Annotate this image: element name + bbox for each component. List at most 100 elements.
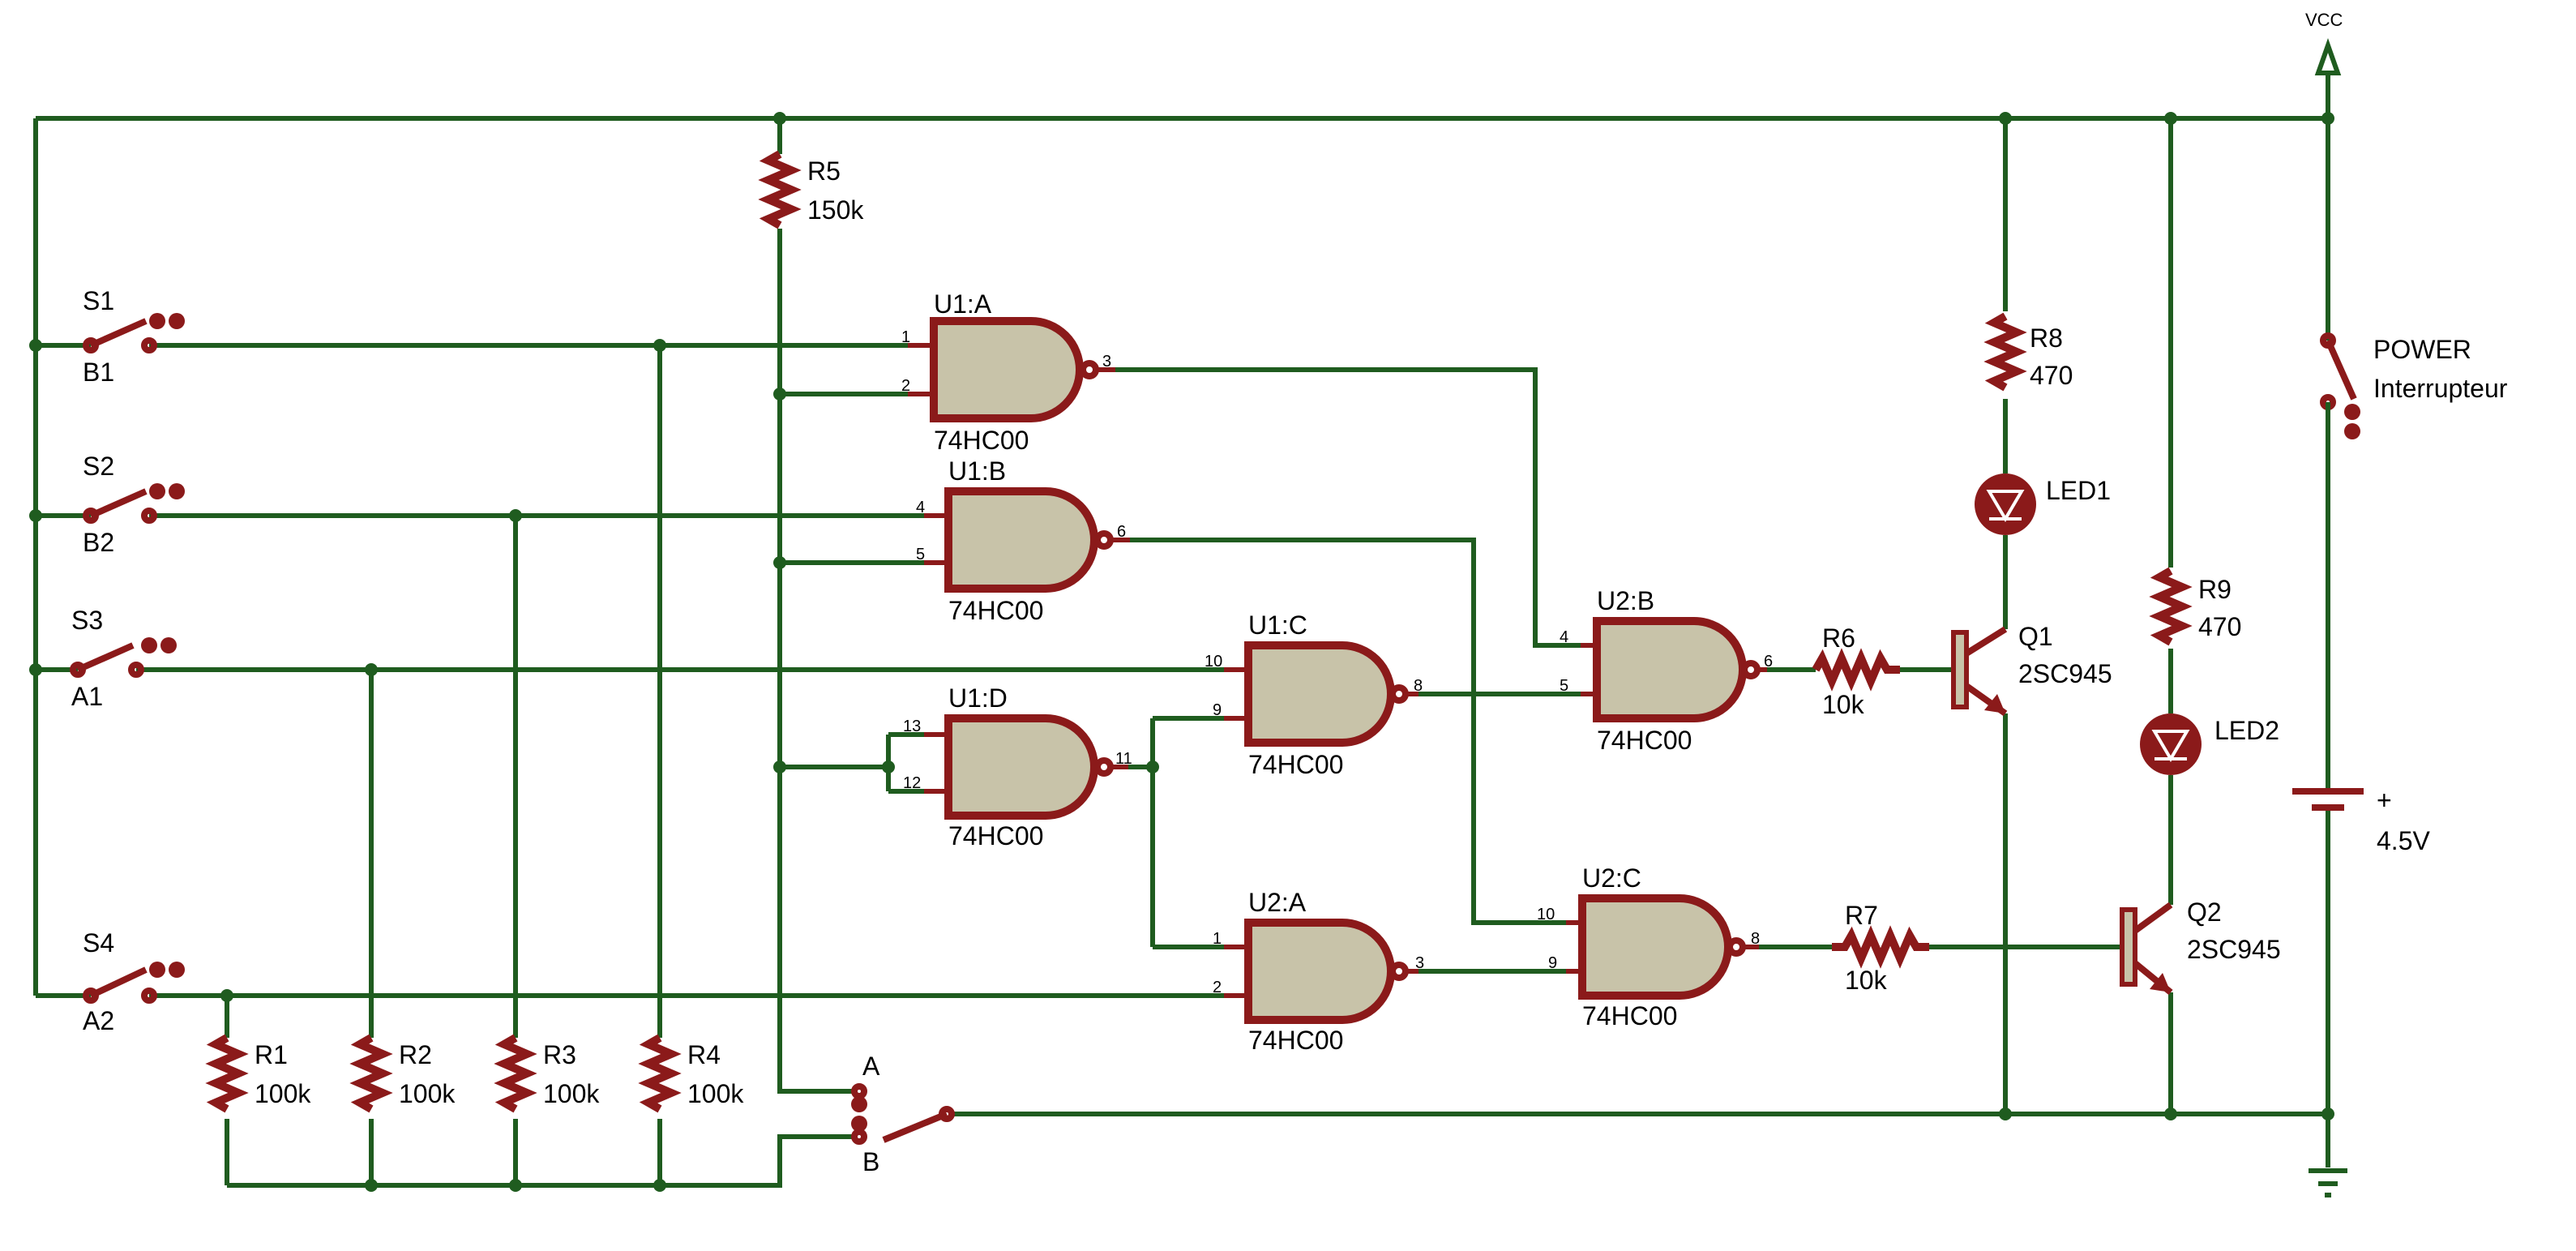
junction-dot — [2321, 1107, 2334, 1120]
gate-u2b: U2:B 74HC00 4 5 6 — [1560, 586, 1773, 755]
led1-label: LED1 — [2046, 476, 2111, 505]
gate-u1b-pin-in2: 5 — [916, 546, 925, 563]
gate-u1c-pin-out: 8 — [1414, 677, 1423, 695]
switch-s3-sublabel: A1 — [71, 682, 103, 711]
resistor-r3-ref: R3 — [543, 1040, 576, 1069]
battery-plus: + — [2377, 786, 2392, 815]
gate-u1d-part: 74HC00 — [948, 821, 1043, 850]
led2: LED2 — [2140, 713, 2279, 775]
gate-u1d-ref: U1:D — [948, 683, 1008, 713]
ground-symbol — [2309, 1168, 2347, 1197]
switch-s1: S1 B1 — [83, 286, 185, 387]
resistor-r5-value: 150k — [807, 195, 864, 225]
resistor-r7: R7 10k — [1832, 901, 1929, 995]
gate-u2b-pin-in2: 5 — [1560, 677, 1568, 695]
switch-s4: S4 A2 — [83, 928, 185, 1035]
junction-dot — [509, 509, 522, 522]
gate-u2c-pin-in2: 9 — [1548, 954, 1557, 972]
gate-u1a-ref: U1:A — [934, 289, 992, 319]
battery-value: 4.5V — [2377, 826, 2430, 855]
gate-u1b-ref: U1:B — [948, 456, 1006, 486]
junction-dot — [773, 112, 786, 125]
junction-dot — [1999, 112, 2012, 125]
resistor-r1: R1 100k — [205, 1034, 311, 1113]
resistor-r3: R3 100k — [494, 1034, 600, 1113]
gate-u2a: U2:A 74HC00 1 2 3 — [1213, 888, 1424, 1055]
switch-s2-label: S2 — [83, 452, 114, 481]
gate-u1c-pin-in2: 9 — [1213, 701, 1222, 719]
resistor-r5: R5 150k — [758, 150, 864, 229]
junction-dot — [365, 663, 378, 676]
junction-dots — [29, 112, 2334, 1192]
gate-u1a-part: 74HC00 — [934, 426, 1029, 455]
wires — [33, 73, 2330, 1188]
resistor-r2-ref: R2 — [399, 1040, 432, 1069]
transistor-q1-ref: Q1 — [2018, 622, 2053, 651]
gate-u1a-pin-in2: 2 — [901, 377, 910, 395]
junction-dot — [773, 760, 786, 773]
switch-s1-sublabel: B1 — [83, 358, 114, 387]
switch-s1-label: S1 — [83, 286, 114, 315]
gate-u1d: U1:D 74HC00 13 12 11 — [903, 683, 1132, 850]
resistor-r4-ref: R4 — [687, 1040, 721, 1069]
resistor-r4-value: 100k — [687, 1079, 744, 1108]
junction-dot — [365, 1179, 378, 1192]
junction-dot — [220, 989, 233, 1002]
switch-s2: S2 B2 — [83, 452, 185, 557]
gate-u2c-pin-in1: 10 — [1537, 906, 1555, 923]
junction-dot — [2321, 112, 2334, 125]
resistor-r2: R2 100k — [349, 1034, 456, 1113]
junction-dot — [29, 663, 42, 676]
gate-u2c-part: 74HC00 — [1582, 1001, 1677, 1030]
gate-u2b-part: 74HC00 — [1597, 726, 1692, 755]
gate-u1a-pin-in1: 1 — [901, 328, 910, 346]
power-switch: POWER Interrupteur — [2320, 332, 2508, 439]
resistor-r3-value: 100k — [543, 1079, 600, 1108]
gate-u2a-ref: U2:A — [1248, 888, 1307, 917]
resistor-r9-ref: R9 — [2198, 575, 2232, 604]
gate-u1b-pin-out: 6 — [1117, 523, 1126, 541]
gate-u1d-pin-in1: 13 — [903, 718, 921, 735]
resistor-r8-value: 470 — [2030, 361, 2073, 390]
gate-u1d-pin-out: 11 — [1115, 750, 1132, 768]
transistor-q2-ref: Q2 — [2187, 898, 2222, 927]
junction-dot — [509, 1179, 522, 1192]
resistor-r1-value: 100k — [255, 1079, 311, 1108]
gate-u2b-pin-out: 6 — [1764, 653, 1773, 670]
resistor-r2-value: 100k — [399, 1079, 456, 1108]
transistor-q1-part: 2SC945 — [2018, 659, 2112, 688]
junction-dot — [29, 509, 42, 522]
resistor-r9-value: 470 — [2198, 612, 2241, 641]
junction-dot — [2164, 1107, 2177, 1120]
resistor-r7-value: 10k — [1845, 966, 1888, 995]
gate-u2a-pin-in1: 1 — [1213, 930, 1222, 948]
gate-u1b: U1:B 74HC00 4 5 6 — [916, 456, 1130, 625]
gate-u1b-part: 74HC00 — [948, 596, 1043, 625]
battery: + 4.5V — [2292, 786, 2430, 855]
resistor-r6: R6 10k — [1812, 623, 1900, 719]
gate-u1a: U1:A 74HC00 1 2 3 — [901, 289, 1115, 455]
vcc-terminal: VCC — [2305, 10, 2343, 75]
selector-label-b: B — [862, 1147, 879, 1176]
resistor-r6-value: 10k — [1822, 690, 1865, 719]
gate-u1c-part: 74HC00 — [1248, 750, 1343, 779]
gate-u1c-pin-in1: 10 — [1205, 653, 1222, 670]
switch-s3-label: S3 — [71, 606, 103, 635]
switch-s2-sublabel: B2 — [83, 528, 114, 557]
transistor-q1: Q1 2SC945 — [1951, 622, 2112, 717]
transistor-q2-part: 2SC945 — [2187, 935, 2281, 964]
junction-dot — [2164, 112, 2177, 125]
gate-u2c-ref: U2:C — [1582, 863, 1641, 893]
transistor-q2: Q2 2SC945 — [2120, 898, 2281, 996]
gate-u1b-pin-in1: 4 — [916, 499, 925, 516]
gate-u2a-part: 74HC00 — [1248, 1026, 1343, 1055]
resistor-r7-ref: R7 — [1845, 901, 1878, 930]
selector-switch: A B — [851, 1052, 955, 1176]
junction-dot — [773, 388, 786, 401]
power-switch-label: POWER — [2373, 335, 2471, 364]
resistor-r8: R8 470 — [1983, 312, 2073, 392]
gate-u2a-pin-out: 3 — [1415, 954, 1424, 972]
resistor-r1-ref: R1 — [255, 1040, 288, 1069]
vcc-label: VCC — [2305, 10, 2343, 30]
